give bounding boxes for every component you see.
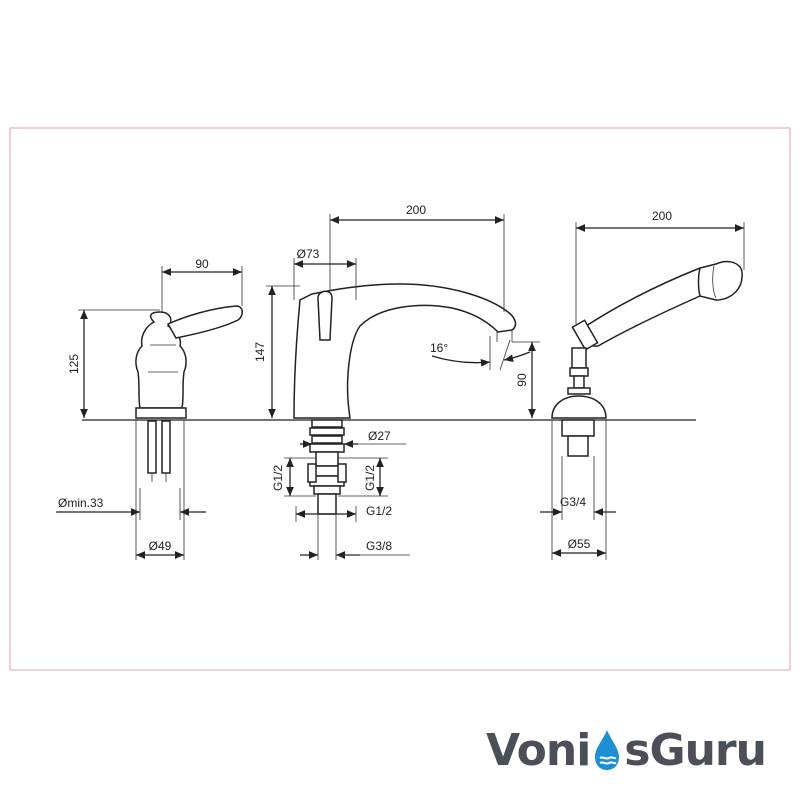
brand-text-part2: sGuru <box>624 724 767 776</box>
dim-thread-left: G1/2 <box>271 465 285 491</box>
dim-lever-height: 125 <box>67 354 81 374</box>
spout-valve-body <box>307 419 347 515</box>
dim-lever-base: Ø49 <box>149 539 172 553</box>
dim-shower-thread: G3/4 <box>560 495 586 509</box>
dim-min-hole: Ømin.33 <box>58 496 104 510</box>
dim-thread-right-a: G1/2 <box>363 465 377 491</box>
hand-shower <box>551 260 743 457</box>
dim-shower-base: Ø55 <box>568 537 591 551</box>
dim-lever-width: 90 <box>195 257 209 271</box>
brand-text-part1: Voni <box>486 724 591 776</box>
dim-thread-bottom: G3/8 <box>366 539 392 553</box>
dim-spout-angle: 16° <box>430 341 448 355</box>
spout <box>293 283 517 419</box>
drawing-frame <box>9 127 791 671</box>
dim-spout-height: 147 <box>253 342 267 362</box>
water-drop-icon <box>595 730 620 770</box>
dim-spout-reach: 200 <box>406 203 426 217</box>
brand-logo: Voni sGuru <box>486 720 767 780</box>
dim-spout-outlet-height: 90 <box>515 373 529 387</box>
dim-valve-dia: Ø27 <box>368 429 391 443</box>
dim-shower-reach: 200 <box>652 209 672 223</box>
lever-mixer <box>135 305 243 482</box>
dim-spout-base: Ø73 <box>297 247 320 261</box>
dim-thread-right-b: G1/2 <box>366 504 392 518</box>
